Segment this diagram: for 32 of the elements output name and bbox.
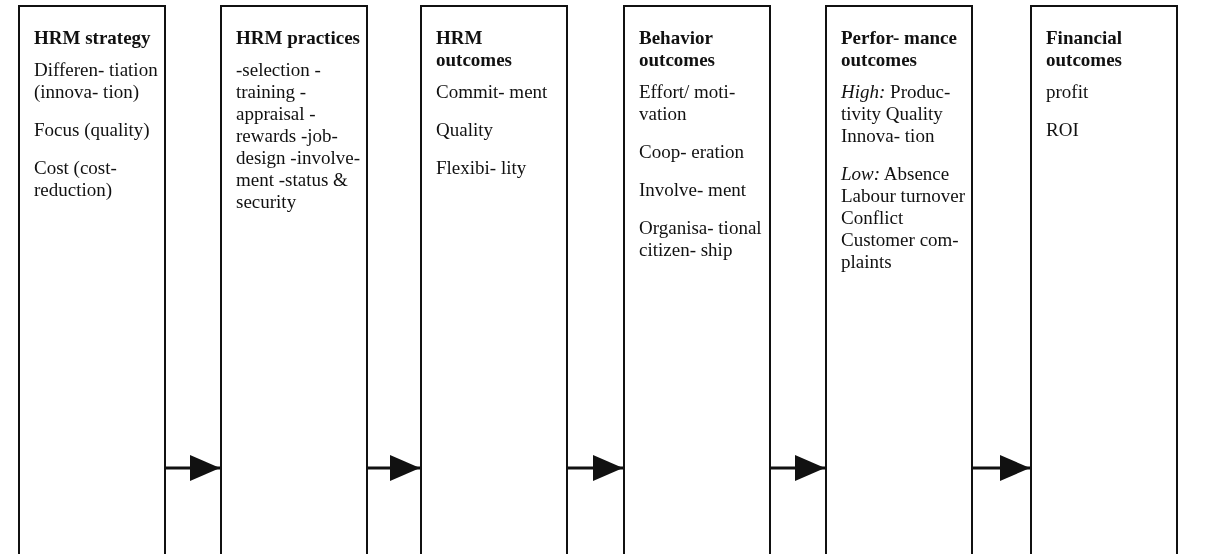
stage-box (623, 5, 771, 554)
arrow (368, 455, 420, 481)
stage-item: Effort/ moti- vation (639, 81, 737, 125)
stage-heading: Perfor- mance outcomes (841, 27, 958, 71)
stage-item: Quality (436, 119, 494, 141)
arrow (973, 455, 1030, 481)
stage-heading: HRM outcomes (436, 27, 513, 71)
arrow (568, 455, 623, 481)
stage-item: ROI (1046, 119, 1080, 141)
stage-item: Involve- ment (639, 179, 748, 201)
stage-item: Coop- eration (639, 141, 745, 163)
arrow (771, 455, 825, 481)
stage-item: Cost (cost- reduction) (34, 157, 118, 201)
stage-item: Organisa- tional citizen- ship (639, 217, 763, 261)
stage-box (1030, 5, 1178, 554)
stage-heading: Behavior outcomes (639, 27, 716, 71)
stage-box (825, 5, 973, 554)
stage-item: Differen- tiation (innova- tion) (34, 59, 158, 103)
stage-box (420, 5, 568, 554)
stage-heading: HRM strategy (34, 27, 152, 49)
stage-item: Flexibi- lity (436, 157, 528, 179)
stage-heading: Financial outcomes (1046, 27, 1123, 71)
stage-item: -selection -training -appraisal -rewards -job- design -involve- ment -status & security (236, 59, 360, 213)
stage-item: profit (1046, 81, 1090, 103)
stage-box (18, 5, 166, 554)
stage-box (220, 5, 368, 554)
stage-heading: HRM practices (236, 27, 360, 49)
arrow (166, 455, 220, 481)
stage-item: Low: Absence Labour turnover Conflict Customer com- plaints (841, 163, 965, 273)
stage-item: Focus (quality) (34, 119, 151, 141)
stage-item: Commit- ment (436, 81, 549, 103)
stage-item: High: Produc- tivity Quality Innova- tion (841, 81, 952, 147)
